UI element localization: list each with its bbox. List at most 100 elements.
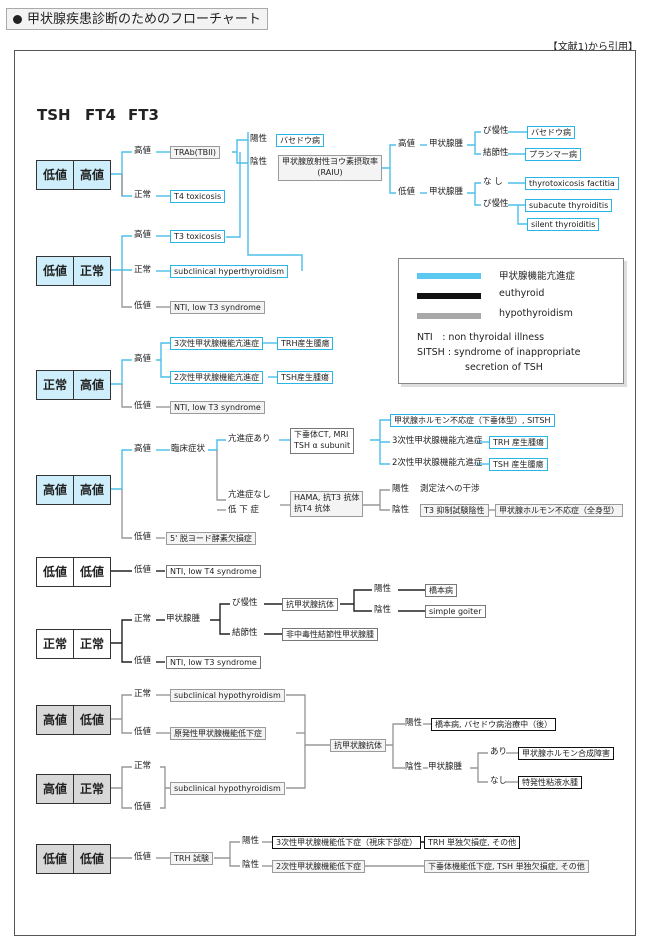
label-hyper-present: 亢進症あり (228, 434, 271, 444)
legend-swatch-euthyroid (417, 293, 481, 299)
label-goiter: 甲状腺腫 (166, 614, 201, 624)
box-t3-suppression: T3 抑制試験陰性 (420, 504, 489, 517)
box-synthesis-defect: 甲状腺ホルモン合成障害 (518, 747, 614, 760)
legend-sitsh: SITSH : syndrome of inappropriate (417, 347, 581, 358)
label-low: 低値 (134, 532, 152, 542)
box-trh-deficiency: TRH 単独欠損症, その他 (424, 836, 521, 849)
box-myxedema: 特発性粘液水腫 (518, 776, 582, 789)
box-trh-tumor: TRH 産生腫瘍 (489, 436, 549, 449)
label-negative: 陰性 (374, 605, 392, 615)
bullet-icon (13, 15, 22, 24)
label-diffuse: び慢性 (232, 598, 258, 608)
box-t4-toxicosis: T4 toxicosis (170, 190, 226, 203)
label-low: 低値 (134, 565, 152, 575)
label-low: 低値 (134, 656, 152, 666)
pair-9: 低値低値 (36, 844, 111, 874)
label-normal: 正常 (134, 689, 152, 699)
label-normal: 正常 (134, 614, 152, 624)
label-normal: 正常 (134, 265, 152, 275)
tsh-value: 正常 (42, 378, 67, 392)
box-subclinical-hypo: subclinical hypothyroidism (170, 782, 285, 795)
label-diffuse: び慢性 (483, 126, 509, 136)
pair-1: 低値高値 (36, 160, 111, 190)
box-hama: HAMA, 抗T3 抗体抗T4 抗体 (290, 491, 364, 517)
label-tertiary: 3次性甲状腺機能亢進症 (392, 436, 483, 446)
box-tertiary-hypo: 3次性甲状腺機能低下症（視床下部症） (272, 836, 422, 849)
label-interference: 測定法への干渉 (420, 484, 480, 494)
legend-hyper: 甲状腺機能亢進症 (499, 271, 576, 282)
legend-sitsh-cont: secretion of TSH (465, 362, 543, 373)
ft4-value: 低値 (73, 845, 110, 873)
section-header: 甲状腺疾患診断のためのフローチャート (6, 8, 268, 30)
tsh-value: 高値 (42, 483, 67, 497)
box-subclinical-hyper: subclinical hyperthyroidism (170, 265, 289, 278)
pair-5: 低値低値 (36, 557, 111, 587)
label-absent: なし (490, 776, 508, 786)
label-negative: 陰性 (250, 157, 268, 167)
label-none: な し (483, 177, 503, 187)
label-diffuse: び慢性 (483, 199, 509, 209)
col-header-ft3: FT3 (128, 106, 159, 124)
box-antithyroid-ab: 抗甲状腺抗体 (330, 739, 386, 752)
box-resistance-general: 甲状腺ホルモン不応症（全身型） (495, 504, 623, 517)
box-simple-goiter: simple goiter (425, 605, 486, 618)
alpha-subunit-label: TSH α subunit (294, 441, 351, 450)
box-plummer: プランマー病 (525, 148, 581, 161)
label-high: 高値 (134, 354, 152, 364)
col-header-ft4: FT4 (85, 106, 116, 124)
header-title: 甲状腺疾患診断のためのフローチャート (27, 12, 261, 27)
label-present: あり (490, 747, 508, 757)
label-negative: 陰性 (242, 860, 260, 870)
label-goiter: 甲状腺腫 (428, 762, 463, 772)
label-negative: 陰性 (392, 505, 410, 515)
pair-3: 正常高値 (36, 370, 111, 400)
legend-swatch-hypo (417, 313, 481, 319)
anti-t4-label: 抗T4 抗体 (294, 504, 331, 513)
box-secondary-hyper: 2次性甲状腺機能亢進症 (170, 371, 264, 384)
box-trh-test: TRH 試験 (170, 852, 214, 865)
label-high: 高値 (134, 146, 152, 156)
box-subclinical-hypo: subclinical hypothyroidism (170, 689, 285, 702)
label-low: 低値 (134, 401, 152, 411)
label-high: 高値 (398, 139, 416, 149)
box-raiu: 甲状腺放射性ヨウ素摂取率(RAIU) (278, 155, 382, 181)
hama-label: HAMA, 抗T3 抗体 (294, 493, 360, 502)
box-nti: NTI, low T3 syndrome (170, 301, 265, 314)
label-positive: 陽性 (242, 836, 260, 846)
ct-label: 下垂体CT, MRI (294, 430, 349, 439)
label-positive: 陽性 (405, 718, 423, 728)
tsh-value: 低値 (42, 168, 67, 182)
pair-8: 高値正常 (36, 774, 111, 804)
ft4-value: 正常 (73, 630, 110, 658)
ft4-value: 高値 (73, 476, 110, 504)
tsh-value: 低値 (42, 565, 67, 579)
pair-2: 低値正常 (36, 256, 111, 286)
box-hashimoto-basedow: 橋本病, バセドウ病治療中（後） (431, 718, 557, 731)
tsh-value: 高値 (42, 782, 67, 796)
box-factitia: thyrotoxicosis factitia (525, 177, 619, 190)
legend-box: 甲状腺機能亢進症 euthyroid hypothyroidism NTI : … (398, 258, 624, 384)
box-basedow: バセドウ病 (276, 134, 324, 147)
label-positive: 陽性 (250, 134, 268, 144)
ft4-value: 低値 (73, 706, 110, 734)
label-low: 低値 (134, 727, 152, 737)
box-t3-toxicosis: T3 toxicosis (170, 230, 226, 243)
label-nodular: 結節性 (232, 628, 258, 638)
box-nontoxic-goiter: 非中毒性結節性甲状腺腫 (282, 628, 378, 641)
label-nodular: 結節性 (483, 148, 509, 158)
box-subacute: subacute thyroiditis (525, 199, 613, 212)
box-primary-hypo: 原発性甲状腺機能低下症 (170, 727, 266, 740)
ft4-value: 低値 (73, 558, 110, 586)
label-goiter: 甲状腺腫 (429, 139, 464, 149)
label-high: 高値 (134, 444, 152, 454)
box-tsh-tumor: TSH 産生腫瘍 (489, 458, 548, 471)
ft4-value: 高値 (73, 161, 110, 189)
pair-6: 正常正常 (36, 629, 111, 659)
box-deiodinase: 5' 脱ヨード酵素欠損症 (166, 532, 256, 545)
box-pituitary-hypo: 下垂体機能低下症, TSH 単独欠損症, その他 (424, 860, 589, 873)
box-trab: TRAb(TBII) (170, 146, 221, 159)
tsh-value: 正常 (42, 637, 67, 651)
tsh-value: 低値 (42, 264, 67, 278)
label-low: 低値 (134, 802, 152, 812)
